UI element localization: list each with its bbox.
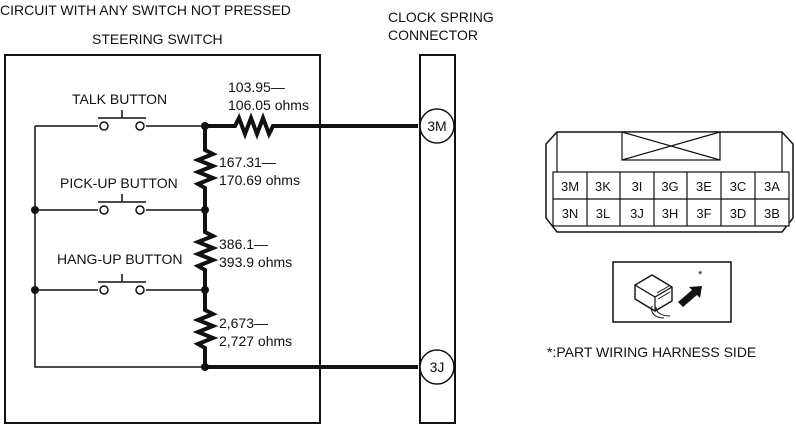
clock-spring-label-line2: CONNECTOR [388, 27, 478, 43]
pin-label: 3N [562, 206, 579, 221]
pin-label: 3H [662, 206, 679, 221]
pin-label: 3G [661, 179, 678, 194]
pin-label: 3I [632, 179, 643, 194]
steering-switch-label: STEERING SWITCH [92, 31, 223, 47]
hangup-button-label: HANG-UP BUTTON [57, 251, 183, 267]
clock-spring-label-line1: CLOCK SPRING [388, 9, 494, 25]
pin-label: 3F [696, 206, 711, 221]
resistor-3-value-line2: 393.9 ohms [219, 254, 292, 270]
thin-wires [34, 125, 205, 368]
diagram-title: CIRCUIT WITH ANY SWITCH NOT PRESSED [0, 2, 291, 18]
harness-note: *:PART WIRING HARNESS SIDE [547, 344, 756, 360]
resistor-4-value-line2: 2,727 ohms [219, 333, 292, 349]
connector-pins-row2: 3N 3L 3J 3H 3F 3D 3B [562, 206, 780, 221]
steering-switch-box [4, 54, 321, 424]
resistor-3-value-line1: 386.1— [219, 236, 268, 252]
inset-marker: * [698, 269, 703, 281]
terminal-3m [419, 108, 455, 144]
pin-label: 3B [764, 206, 780, 221]
harness-inset: * [612, 261, 732, 323]
pin-label: 3M [561, 179, 579, 194]
arrow-icon [678, 286, 702, 307]
pin-label: 3D [730, 206, 747, 221]
connector-plug-icon [634, 274, 673, 319]
talk-button-switch [98, 110, 146, 131]
resistor-2-value-line1: 167.31— [219, 154, 276, 170]
pickup-button-switch [98, 194, 146, 215]
clock-spring-connector-bar [419, 54, 456, 424]
pin-label: 3K [595, 179, 611, 194]
terminal-3m-label: 3M [427, 118, 446, 134]
resistor-1-value-line2: 106.05 ohms [228, 97, 309, 113]
talk-button-label: TALK BUTTON [72, 91, 167, 107]
pickup-button-label: PICK-UP BUTTON [60, 175, 178, 191]
pin-label: 3A [764, 179, 780, 194]
pin-label: 3L [596, 206, 610, 221]
resistor-1-value-line1: 103.95— [228, 79, 285, 95]
resistor-4-value-line1: 2,673— [219, 315, 268, 331]
junction-dots [31, 122, 209, 371]
terminal-3j [419, 349, 455, 385]
connector-face [545, 131, 794, 233]
resistor-2-value-line2: 170.69 ohms [219, 172, 300, 188]
terminal-3j-label: 3J [430, 359, 445, 375]
pin-label: 3E [696, 179, 712, 194]
thick-wires [192, 112, 418, 369]
connector-pins-row1: 3M 3K 3I 3G 3E 3C 3A [561, 179, 780, 194]
pin-label: 3J [630, 206, 644, 221]
hangup-button-switch [98, 274, 146, 295]
pin-label: 3C [730, 179, 747, 194]
